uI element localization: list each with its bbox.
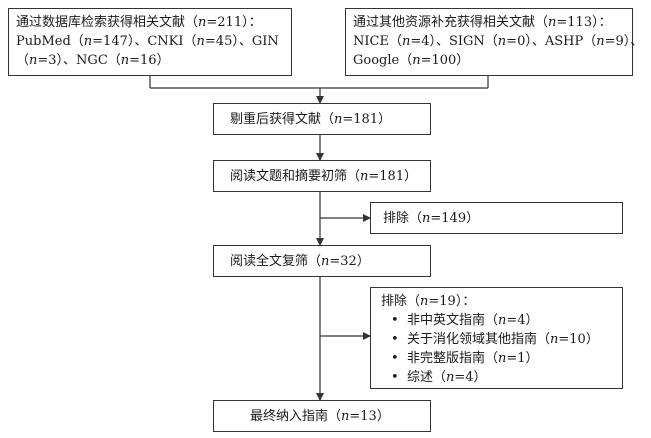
- db-search-line2: PubMed（n=147）、CNKI（n=45）、GIN: [16, 34, 279, 49]
- db-search-line3: （n=3）、NGC（n=16）: [16, 53, 170, 68]
- db-search-box: 通过数据库检索获得相关文献（n=211）： PubMed（n=147）、CNKI…: [8, 8, 292, 76]
- other-sources-line3: Google（n=100）: [353, 53, 470, 68]
- exclude1-label: 排除（n=149）: [383, 210, 480, 226]
- exclude2-item: 非中英文指南（n=4）: [381, 311, 612, 330]
- exclude2-item: 非完整版指南（n=1）: [381, 349, 612, 368]
- exclude1-box: 排除（n=149）: [370, 202, 623, 234]
- exclude2-title: 排除（n=19）：: [381, 294, 476, 309]
- final-label: 最终纳入指南（n=13）: [250, 408, 390, 424]
- exclude2-box: 排除（n=19）： 非中英文指南（n=4） 关于消化领域其他指南（n=10） 非…: [370, 287, 623, 389]
- exclude2-item: 关于消化领域其他指南（n=10）: [381, 330, 612, 349]
- fulltext-label: 阅读全文复筛（n=32）: [230, 253, 370, 269]
- dedup-label: 剔重后获得文献（n=181）: [230, 111, 392, 127]
- screen-label: 阅读文题和摘要初筛（n=181）: [230, 168, 418, 184]
- fulltext-box: 阅读全文复筛（n=32）: [213, 245, 431, 277]
- exclude2-item: 综述（n=4）: [381, 368, 612, 387]
- other-sources-line1: 通过其他资源补充获得相关文献（n=113）：: [353, 15, 612, 30]
- final-box: 最终纳入指南（n=13）: [213, 400, 431, 432]
- other-sources-line2: NICE（n=4）、SIGN（n=0）、ASHP（n=9）、: [353, 34, 644, 49]
- db-search-line1: 通过数据库检索获得相关文献（n=211）：: [16, 15, 262, 30]
- dedup-box: 剔重后获得文献（n=181）: [213, 103, 431, 135]
- screen-box: 阅读文题和摘要初筛（n=181）: [213, 160, 431, 192]
- other-sources-box: 通过其他资源补充获得相关文献（n=113）： NICE（n=4）、SIGN（n=…: [345, 8, 644, 76]
